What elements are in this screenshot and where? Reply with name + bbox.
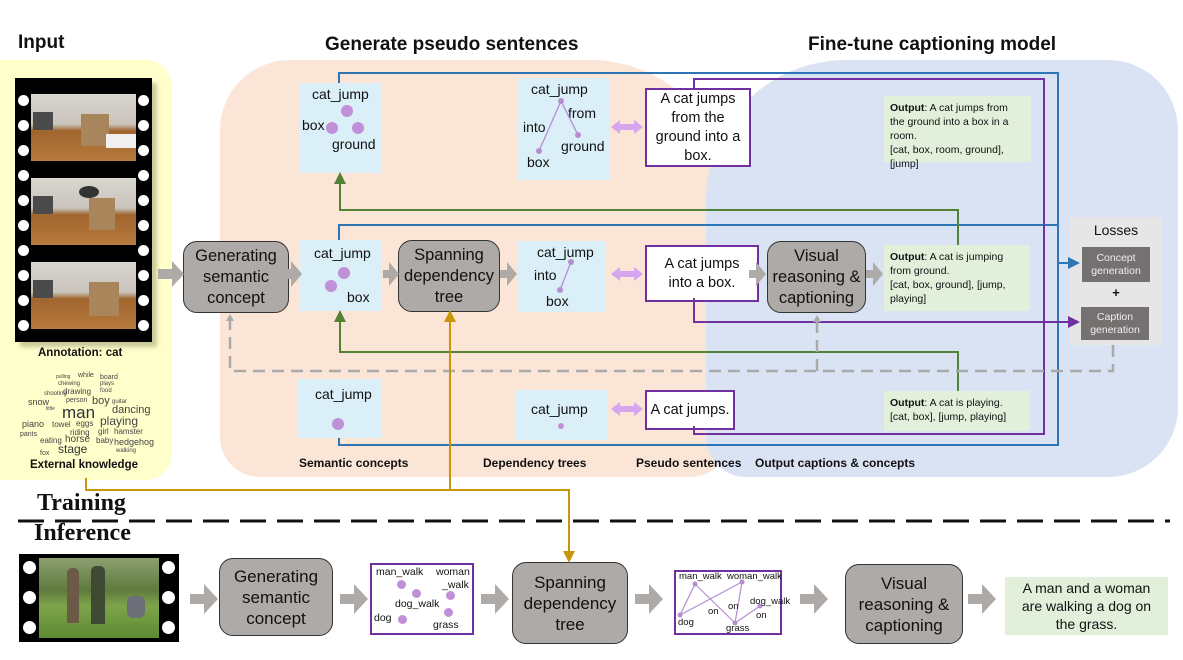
inference-tree-edges [677, 579, 763, 626]
visual-reasoning-box: Visual reasoning & captioning [767, 241, 866, 313]
output-row1: Output: A cat jumps from the ground into… [884, 96, 1031, 170]
inference-film-strip [19, 554, 179, 642]
word-cloud: pulling while board chewing plays shooti… [20, 372, 155, 457]
tree-edges-row1 [536, 98, 581, 154]
semantic-concepts-row3: cat_jump [298, 379, 382, 438]
external-knowledge-label: External knowledge [30, 459, 139, 471]
column-label-dependency: Dependency trees [483, 456, 587, 470]
column-label-output: Output captions & concepts [755, 456, 916, 470]
output-row2: Output: A cat is jumping from ground.[ca… [884, 245, 1030, 311]
losses-panel: Losses Concept generation + Caption gene… [1070, 217, 1162, 345]
video-frame-3 [31, 262, 136, 329]
column-label-semantic: Semantic concepts [299, 456, 409, 470]
inference-visual-reasoning-box: Visual reasoning & captioning [845, 564, 963, 644]
flow-arrows [158, 261, 996, 614]
generate-title: Generate pseudo sentences [325, 34, 579, 55]
semantic-concepts-row2: cat_jump box [299, 240, 381, 311]
inference-generating-semantic-concept-box: Generating semantic concept [219, 558, 333, 636]
gold-knowledge-connectors [85, 310, 575, 563]
tree-edges-row2 [557, 259, 574, 293]
green-feedback-connectors [334, 172, 959, 391]
inference-video-frame [39, 558, 159, 638]
generating-semantic-concept-box: Generating semantic concept [183, 241, 289, 313]
finetune-title: Fine-tune captioning model [808, 34, 1057, 55]
semantic-concepts-row1: cat_jump box ground [299, 83, 381, 173]
output-row3: Output: A cat is playing.[cat, box], [ju… [884, 391, 1030, 431]
inference-title: Inference [34, 520, 131, 546]
pseudo-sentence-row2: A cat jumps into a box. [645, 245, 759, 302]
inference-concepts-box: man_walk woman _walk dog_walk dog grass [370, 563, 474, 635]
dependency-tree-row1: cat_jump into from ground box [517, 78, 609, 180]
spanning-dependency-tree-box: Spanning dependency tree [398, 240, 500, 312]
video-frame-2 [31, 178, 136, 245]
inference-spanning-dependency-tree-box: Spanning dependency tree [512, 562, 628, 644]
column-label-pseudo: Pseudo sentences [636, 456, 742, 470]
dependency-tree-row2: cat_jump into box [518, 241, 606, 312]
dependency-tree-row3: cat_jump [515, 390, 607, 440]
concept-generation-loss: Concept generation [1082, 247, 1150, 282]
gray-dashed-feedback [228, 317, 1115, 373]
losses-title: Losses [1093, 222, 1139, 238]
inference-caption: A man and a woman are walking a dog on t… [1005, 577, 1168, 635]
training-title: Training [37, 490, 126, 516]
double-arrows [611, 120, 643, 416]
input-film-strip [15, 78, 152, 342]
caption-generation-loss: Caption generation [1081, 307, 1149, 340]
blue-connectors [338, 72, 1080, 446]
inference-tree-box: man_walk woman_walk dog_walk on on on do… [674, 570, 790, 635]
pseudo-sentence-row3: A cat jumps. [645, 390, 735, 430]
video-frame-1 [31, 94, 136, 161]
plus-sign: + [1112, 285, 1120, 300]
annotation-label: Annotation: cat [38, 347, 123, 359]
purple-connectors [693, 78, 1080, 435]
pseudo-sentence-row1: A cat jumps from the ground into a box. [645, 88, 751, 167]
input-title: Input [18, 32, 65, 53]
